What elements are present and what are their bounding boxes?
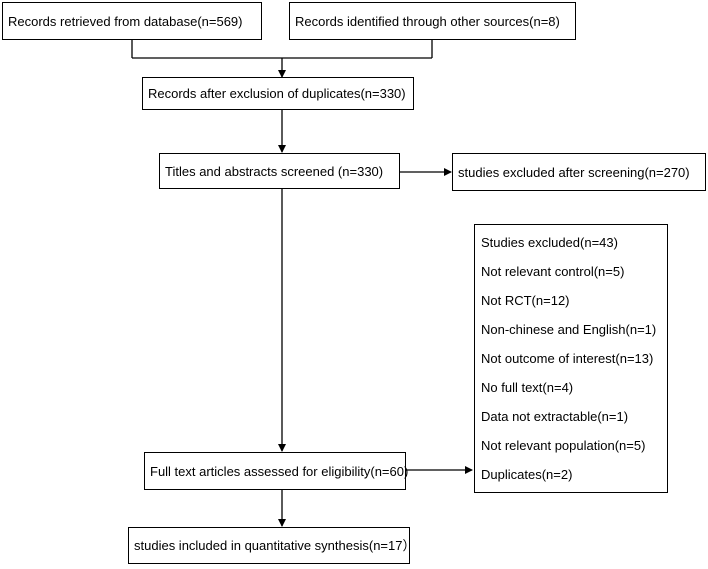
exclusion-detail-item: Not relevant population(n=5)	[481, 438, 646, 453]
other-sources-label: Records identified through other sources…	[295, 13, 560, 29]
exclusion-details-box: Studies excluded(n=43) Not relevant cont…	[474, 224, 668, 493]
full-text-box: Full text articles assessed for eligibil…	[144, 452, 409, 490]
after-duplicates-box: Records after exclusion of duplicates(n=…	[142, 77, 414, 110]
exclusion-detail-item: Not RCT(n=12)	[481, 293, 570, 308]
excluded-screening-label: studies excluded after screening(n=270)	[458, 164, 690, 180]
exclusion-detail-item: Data not extractable(n=1)	[481, 409, 629, 424]
exclusion-detail-item: Non-chinese and English(n=1)	[481, 322, 657, 337]
exclusion-detail-item: Duplicates(n=2)	[481, 467, 573, 482]
exclusion-detail-item: Not relevant control(n=5)	[481, 264, 625, 279]
included-box: studies included in quantitative synthes…	[128, 527, 415, 564]
exclusion-detail-item: Not outcome of interest(n=13)	[481, 351, 654, 366]
database-records-label: Records retrieved from database(n=569)	[8, 13, 243, 29]
excluded-screening-box: studies excluded after screening(n=270)	[452, 153, 706, 191]
exclusion-detail-item: No full text(n=4)	[481, 380, 574, 395]
exclusion-detail-item: Studies excluded(n=43)	[481, 235, 618, 250]
screened-label: Titles and abstracts screened (n=330)	[165, 163, 384, 179]
database-records-box: Records retrieved from database(n=569)	[2, 2, 262, 40]
full-text-label: Full text articles assessed for eligibil…	[150, 463, 409, 479]
after-duplicates-label: Records after exclusion of duplicates(n=…	[148, 86, 406, 101]
screened-box: Titles and abstracts screened (n=330)	[159, 153, 400, 189]
included-label: studies included in quantitative synthes…	[134, 538, 416, 553]
other-sources-box: Records identified through other sources…	[289, 2, 576, 40]
